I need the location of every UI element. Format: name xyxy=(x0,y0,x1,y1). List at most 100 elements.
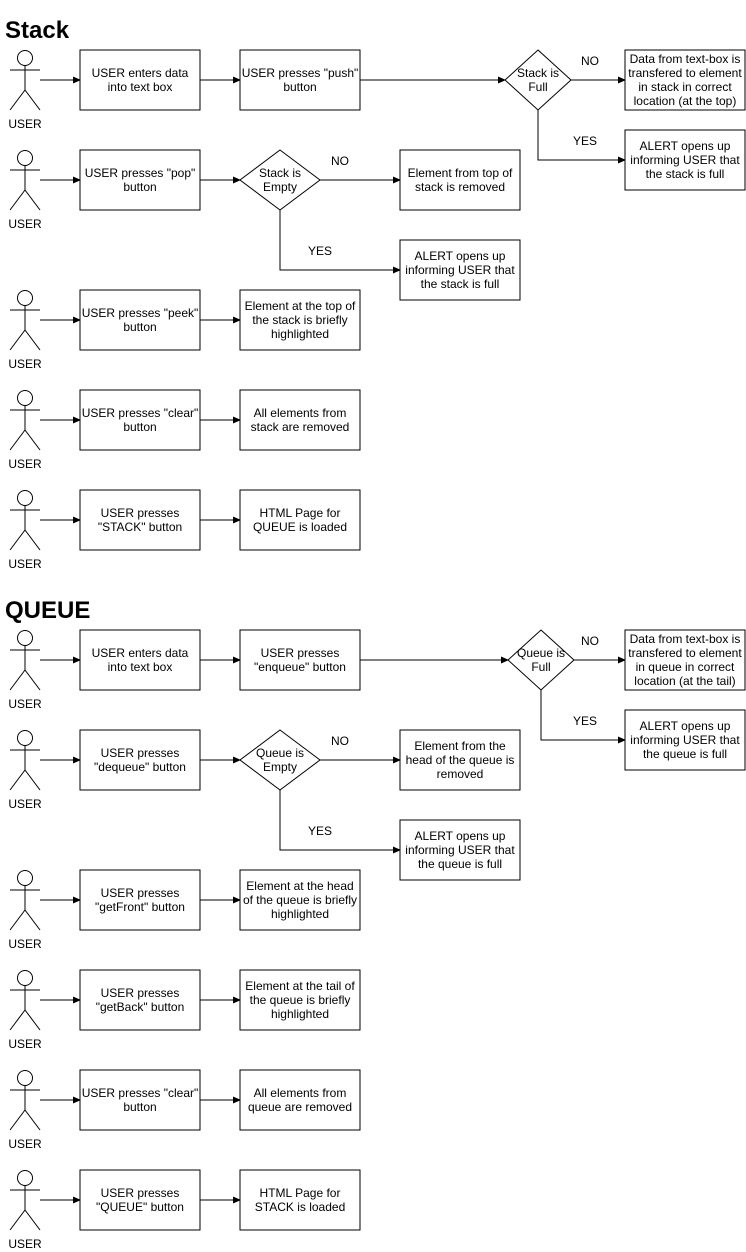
node-label: in stack in correct xyxy=(638,80,732,94)
node-label: Stack is xyxy=(259,166,301,180)
actor-right-leg xyxy=(24,909,41,931)
section-title: Stack xyxy=(5,17,70,44)
actor-left-leg xyxy=(9,529,26,551)
step-box-shape xyxy=(239,49,361,111)
node-label: stack are removed xyxy=(251,420,350,434)
node-label: Full xyxy=(528,80,547,94)
actor-left-leg xyxy=(9,669,26,691)
node-label: queue are removed xyxy=(248,1100,352,1114)
actor-head xyxy=(17,1170,33,1186)
node-label: button xyxy=(123,320,156,334)
node-label: USER enters data xyxy=(92,66,189,80)
actor-left-leg xyxy=(9,329,26,351)
actor-right-leg xyxy=(24,669,41,691)
actor-label: USER xyxy=(8,1037,42,1051)
node-label: "QUEUE" button xyxy=(96,1200,184,1214)
node-label: location (at the tail) xyxy=(634,674,735,688)
step-box: USER presses "push"button xyxy=(239,49,361,111)
actor-right-leg xyxy=(24,1109,41,1131)
node-label: the stack is full xyxy=(646,167,725,181)
actor-right-leg xyxy=(24,1209,41,1231)
actor-left-leg xyxy=(9,1109,26,1131)
action-box: USER presses"QUEUE" button xyxy=(79,1169,201,1231)
user-actor: USER xyxy=(8,490,42,571)
node-label: "getBack" button xyxy=(96,1000,185,1014)
node-label: "STACK" button xyxy=(98,520,182,534)
action-box: USER presses"getBack" button xyxy=(79,969,201,1031)
action-box-shape xyxy=(79,969,201,1031)
action-box: USER presses "clear"button xyxy=(79,1069,201,1131)
node-label: HTML Page for xyxy=(260,506,341,520)
yes-result-box-shape xyxy=(624,709,746,771)
actor-label: USER xyxy=(8,357,42,371)
user-actor: USER xyxy=(8,630,42,711)
node-label: ALERT opens up xyxy=(415,249,506,263)
node-label: informing USER that xyxy=(630,733,740,747)
actor-label: USER xyxy=(8,457,42,471)
actor-right-leg xyxy=(24,1009,41,1031)
actor-left-leg xyxy=(9,909,26,931)
result-box-shape xyxy=(239,969,361,1031)
yes-arrow xyxy=(537,110,626,164)
yes-label: YES xyxy=(308,824,332,838)
actor-head xyxy=(17,290,33,306)
node-label: QUEUE is loaded xyxy=(253,520,347,534)
node-label: the queue is full xyxy=(418,857,502,871)
node-label: Data from text-box is xyxy=(630,632,741,646)
yes-result-box-shape xyxy=(399,819,521,881)
node-label: ALERT opens up xyxy=(640,719,731,733)
node-label: "getFront" button xyxy=(95,900,185,914)
action-box: USER presses "pop"button xyxy=(79,149,201,211)
actor-head xyxy=(17,490,33,506)
node-label: Data from text-box is xyxy=(630,52,741,66)
node-label: into text box xyxy=(108,80,173,94)
node-label: transfered to element xyxy=(628,66,742,80)
node-label: highlighted xyxy=(271,327,329,341)
actor-label: USER xyxy=(8,1137,42,1151)
section-title: QUEUE xyxy=(5,597,90,624)
yes-result-box-shape xyxy=(399,239,521,301)
node-label: ALERT opens up xyxy=(640,139,731,153)
node-label: HTML Page for xyxy=(260,1186,341,1200)
node-label: All elements from xyxy=(254,406,347,420)
node-label: USER presses xyxy=(101,886,180,900)
node-label: USER enters data xyxy=(92,646,189,660)
yes-arrow xyxy=(279,210,401,274)
no-label: NO xyxy=(581,634,599,648)
action-box-shape xyxy=(79,289,201,351)
actor-label: USER xyxy=(8,117,42,131)
actor-left-leg xyxy=(9,89,26,111)
node-label: location (at the top) xyxy=(634,94,737,108)
node-label: USER presses "pop" xyxy=(85,166,196,180)
node-label: highlighted xyxy=(271,907,329,921)
actor-label: USER xyxy=(8,557,42,571)
result-box-shape xyxy=(239,1169,361,1231)
action-box: USER presses"dequeue" button xyxy=(79,729,201,791)
node-label: "enqueue" button xyxy=(254,660,346,674)
node-label: the stack is full xyxy=(421,277,500,291)
node-label: button xyxy=(123,1100,156,1114)
yes-label: YES xyxy=(573,714,597,728)
actor-right-leg xyxy=(24,529,41,551)
actor-head xyxy=(17,630,33,646)
node-label: in queue in correct xyxy=(636,660,735,674)
no-label: NO xyxy=(331,154,349,168)
node-label: USER presses xyxy=(101,746,180,760)
node-label: USER presses "push" xyxy=(242,66,359,80)
actor-label: USER xyxy=(8,1237,42,1251)
actor-right-leg xyxy=(24,189,41,211)
step-box: USER presses"enqueue" button xyxy=(239,629,361,691)
node-label: button xyxy=(123,420,156,434)
user-actor: USER xyxy=(8,390,42,471)
